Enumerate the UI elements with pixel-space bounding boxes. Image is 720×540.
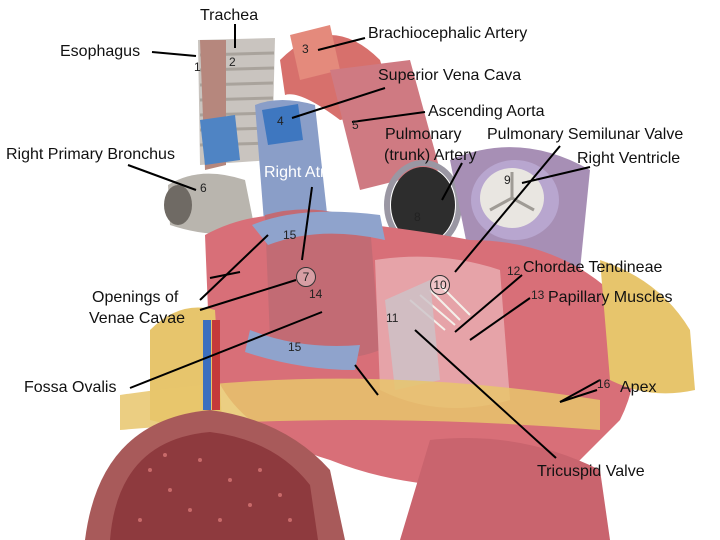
marker-6: 6: [200, 181, 207, 195]
brachiocephalic-artery-shape: [290, 25, 340, 80]
leader-papillary: [469, 297, 531, 341]
marker-7: 7: [296, 267, 316, 287]
label-pulmonary-semilunar-valve: Pulmonary Semilunar Valve: [487, 126, 684, 143]
leader-right-ventricle: [521, 166, 591, 184]
leader-brachiocephalic: [317, 37, 366, 51]
leader-pulmonary-valve: [454, 145, 561, 273]
atrium-blue-rim: [252, 211, 385, 245]
marker-12: 12: [507, 264, 521, 278]
label-pulmonary-trunk-2: (trunk) Artery: [384, 147, 477, 164]
label-superior-vena-cava: Superior Vena Cava: [378, 67, 522, 84]
label-fossa-ovalis: Fossa Ovalis: [24, 379, 117, 396]
marker-11: 11: [386, 311, 399, 325]
marker-15-lower: 15: [288, 340, 302, 354]
leader-ascending-aorta: [351, 111, 426, 123]
svc-blue-highlight: [262, 104, 303, 145]
leader-lines: [127, 24, 601, 459]
label-tricuspid-valve: Tricuspid Valve: [537, 463, 645, 480]
ascending-aorta-shape: [330, 60, 440, 190]
right-atrium-interior: [265, 209, 380, 358]
tricuspid-leaflet: [385, 280, 440, 390]
leader-right-bronchus: [127, 164, 197, 191]
label-brachiocephalic-artery: Brachiocephalic Artery: [368, 25, 528, 42]
coronary-fat-right: [600, 260, 695, 394]
label-pulmonary-trunk-1: Pulmonary: [385, 126, 462, 143]
leader-openings-c: [209, 271, 241, 279]
marker-10: 10: [430, 275, 450, 295]
label-ascending-aorta: Ascending Aorta: [428, 103, 545, 120]
marker-3: 3: [302, 42, 309, 56]
left-red-vessel: [212, 320, 220, 410]
marker-16: 16: [597, 377, 611, 391]
bronchus-opening: [164, 185, 192, 225]
label-apex: Apex: [620, 379, 657, 396]
marker-9: 9: [504, 173, 511, 187]
leader-chordae: [454, 274, 523, 333]
label-openings-2: Venae Cavae: [89, 310, 186, 327]
leader-superior-vena-cava: [291, 87, 386, 119]
leader-pulmonary-trunk: [441, 162, 463, 201]
marker-1: 1: [194, 60, 201, 74]
label-trachea: Trachea: [200, 7, 259, 24]
marker-13: 13: [531, 288, 545, 302]
lung-cut-surface: [110, 432, 318, 540]
label-openings-1: Openings of: [92, 289, 179, 306]
leader-tricuspid: [414, 329, 557, 459]
left-blue-vessel: [203, 320, 211, 410]
label-chordae-tendineae: Chordae Tendineae: [523, 259, 663, 276]
pulmonary-valve-cusps: [489, 172, 535, 212]
lung-dots: [138, 453, 292, 522]
marker-15-upper: 15: [283, 228, 297, 242]
label-esophagus: Esophagus: [60, 43, 141, 60]
marker-2: 2: [229, 55, 236, 69]
leader-openings-b: [199, 279, 297, 311]
marker-5: 5: [352, 118, 359, 132]
leader-esophagus: [151, 51, 197, 57]
marker-4: 4: [277, 114, 284, 128]
marker-14: 14: [309, 287, 323, 301]
leader-openings-a: [199, 234, 269, 301]
apex-region: [400, 438, 610, 540]
label-papillary-muscles: Papillary Muscles: [548, 289, 673, 306]
fossa-blue-rim: [245, 330, 360, 370]
leader-right-atrium: [301, 186, 313, 261]
label-right-atrium: Right Atrium: [264, 164, 352, 181]
leader-num15-lower: [354, 364, 379, 396]
label-right-ventricle: Right Ventricle: [577, 150, 681, 167]
leader-apex: [559, 389, 598, 403]
pulmonary-trunk-opening: [391, 167, 455, 243]
marker-8: 8: [414, 210, 421, 224]
label-right-primary-bronchus: Right Primary Bronchus: [6, 146, 175, 163]
leader-fossa-ovalis: [129, 311, 323, 389]
bronchus-blue-branch: [200, 115, 240, 165]
leader-num16: [559, 379, 601, 403]
